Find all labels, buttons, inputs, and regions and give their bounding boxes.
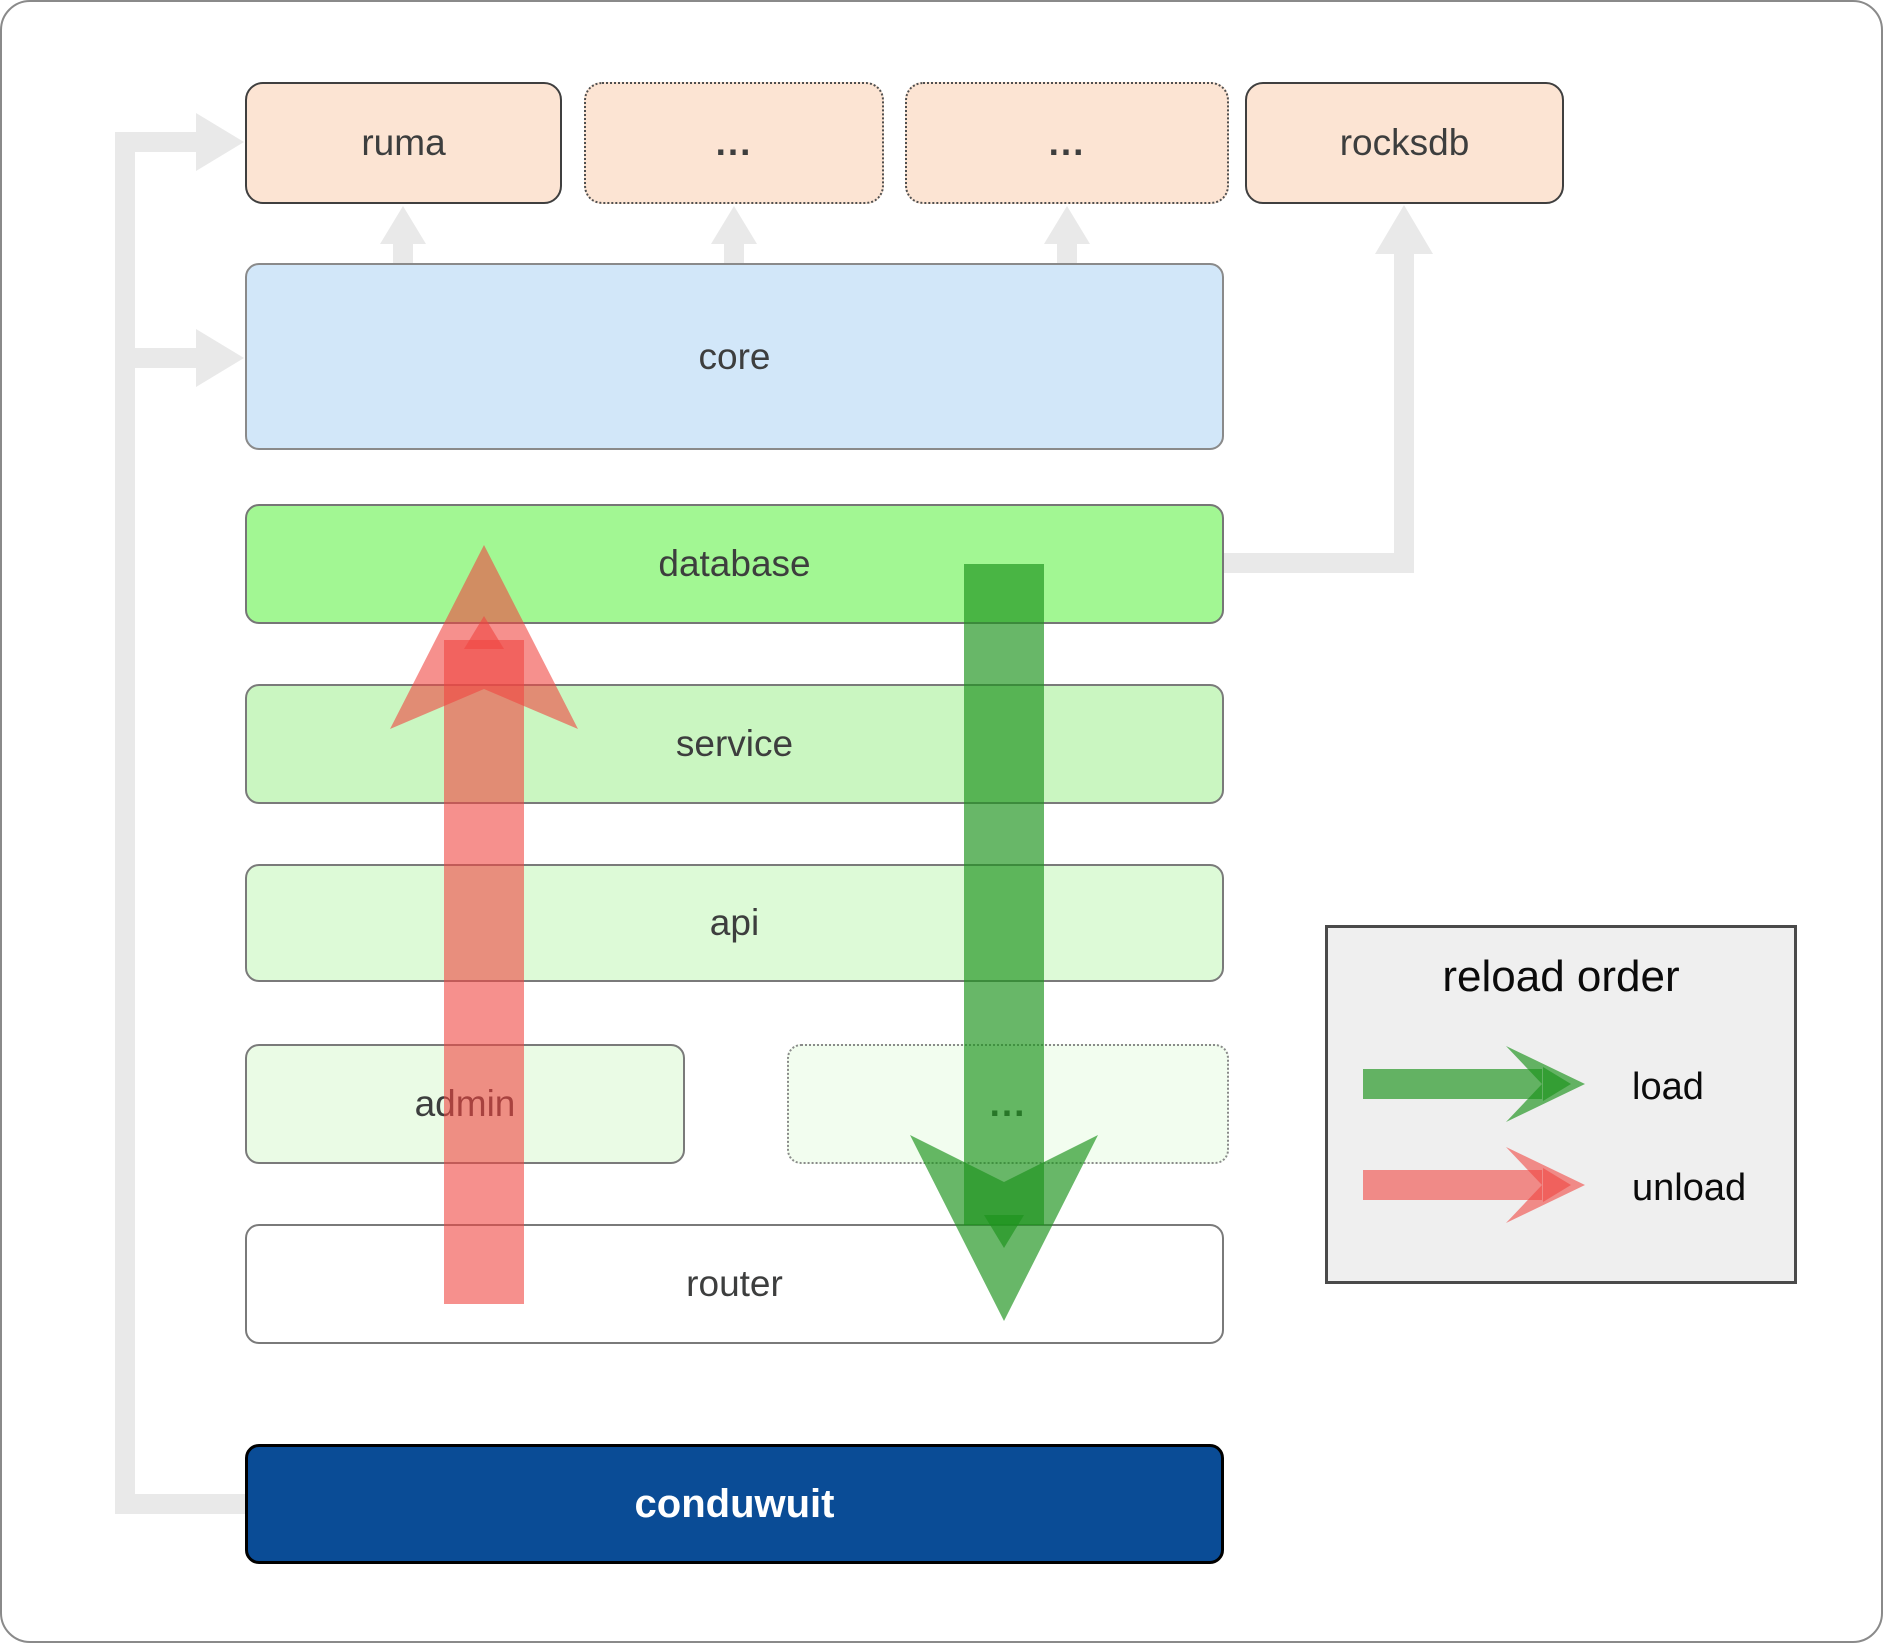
legend: reload order load unload xyxy=(1325,925,1797,1284)
legend-load-label: load xyxy=(1632,1065,1704,1108)
node-label: router xyxy=(686,1263,783,1304)
arrow-up-icon xyxy=(1375,205,1433,254)
node-label: service xyxy=(675,723,794,764)
node-service: service xyxy=(245,684,1224,804)
node-ruma: ruma xyxy=(245,82,562,204)
node-other-dependency-1: ... xyxy=(584,82,884,204)
node-other-dependency-2: ... xyxy=(905,82,1229,204)
arrow-right-icon xyxy=(196,113,244,171)
node-label: conduwuit xyxy=(634,1481,835,1526)
ellipsis-label: ... xyxy=(715,122,753,163)
node-rocksdb: rocksdb xyxy=(1245,82,1564,204)
arrow-up-icon xyxy=(711,206,757,244)
ellipsis-label: ... xyxy=(989,1083,1027,1124)
arrow-right-icon xyxy=(196,329,244,387)
legend-title: reload order xyxy=(1442,952,1680,1001)
load-arrow-icon xyxy=(1363,1046,1585,1122)
node-label: core xyxy=(698,335,771,377)
node-label: admin xyxy=(414,1083,516,1124)
node-database: database xyxy=(245,504,1224,624)
node-label: database xyxy=(658,543,811,584)
database-to-rocksdb-connector xyxy=(1224,252,1414,573)
node-conduwuit: conduwuit xyxy=(245,1444,1224,1564)
node-label: rocksdb xyxy=(1339,122,1470,163)
unload-arrow-icon xyxy=(1363,1147,1585,1223)
node-router: router xyxy=(245,1224,1224,1344)
legend-unload-label: unload xyxy=(1632,1166,1747,1209)
ellipsis-label: ... xyxy=(1048,122,1086,163)
arrow-up-icon xyxy=(1044,206,1090,244)
node-label: api xyxy=(709,902,760,943)
node-admin: admin xyxy=(245,1044,685,1164)
node-core: core xyxy=(245,263,1224,450)
conduwuit-to-ruma-connector xyxy=(115,132,245,1514)
node-api: api xyxy=(245,864,1224,982)
arrow-up-icon xyxy=(380,206,426,244)
node-other-services: ... xyxy=(787,1044,1229,1164)
node-label: ruma xyxy=(361,122,446,163)
